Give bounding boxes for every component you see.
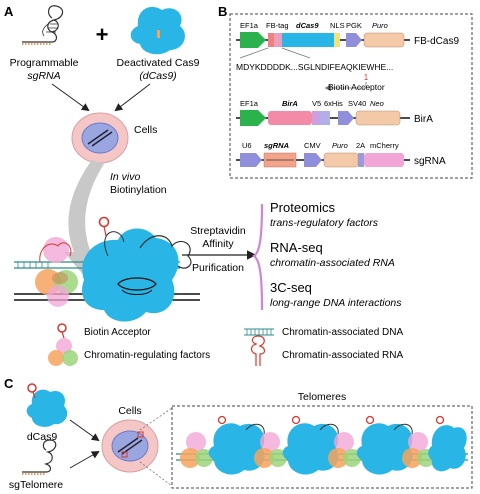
c1-label-puro: Puro: [372, 21, 388, 30]
c1-label-ef1a: EF1a: [240, 21, 259, 30]
panel-a-letter: A: [4, 4, 14, 19]
output-proteomics-title: Proteomics: [270, 200, 336, 215]
sgtelomere-hairpin-icon: [22, 439, 57, 475]
c1-label-pgk: PGK: [346, 21, 362, 30]
cell-icon: [71, 112, 129, 164]
telomere-complex-3: [328, 415, 413, 475]
rna-icon: [250, 335, 266, 366]
acceptor-pointer: [324, 82, 367, 92]
legend-biotin-acceptor: Biotin Acceptor: [84, 327, 151, 338]
zoom-line-top: [139, 407, 173, 431]
c2-label-neo: Neo: [370, 99, 384, 108]
construct-bira: [236, 110, 410, 126]
output-rnaseq-title: RNA-seq: [270, 240, 323, 255]
zoom-line-bottom: [139, 461, 173, 487]
biotinylation-arrow: [64, 160, 104, 278]
purification-label: Purification: [192, 262, 244, 274]
c1-name: FB-dCas9: [414, 36, 459, 47]
panel-b-letter: B: [218, 4, 227, 19]
c2-label-ef1a: EF1a: [240, 99, 259, 108]
output-3cseq-subtitle: long-range DNA interactions: [270, 297, 402, 309]
biotin-acceptor-label: Biotin Acceptor: [328, 82, 385, 92]
sgrna-hairpin-icon: [22, 5, 64, 45]
dcas9-label-line2: (dCas9): [139, 70, 176, 82]
factors-icon: [48, 338, 78, 366]
legend-chromatin-rna: Chromatin-associated RNA: [282, 350, 403, 361]
arrow-sgrna-to-cells: [51, 83, 90, 112]
telomeres-label: Telomeres: [298, 391, 346, 403]
panel-c-sgtelomere-label: sgTelomere: [9, 479, 63, 491]
panel-b-frame: [229, 13, 473, 179]
biotin-site-number: 1: [364, 73, 369, 82]
c2-label-6xhis: 6xHis: [324, 99, 343, 108]
construct-sgrna: [236, 152, 410, 168]
legend-chromatin-factors: Chromatin-regulating factors: [84, 350, 210, 361]
arrow-dcas9-to-cells-c: [69, 419, 100, 442]
construct-fb-dcas9: [236, 32, 410, 48]
c3-label-cmv: CMV: [304, 141, 321, 150]
output-proteomics-subtitle: trans-regulatory factors: [270, 217, 379, 229]
c3-name: sgRNA: [414, 156, 446, 167]
biotin-acceptor-icon: [57, 323, 67, 339]
arrow-dcas9-to-cells: [114, 83, 151, 112]
sgrna-label-line1: Programmable: [10, 57, 79, 69]
plus-sign: +: [96, 22, 109, 47]
c1-label-dcas9: dCas9: [296, 21, 319, 30]
telomere-complex-4: [402, 415, 467, 472]
output-rnaseq-subtitle: chromatin-associated RNA: [270, 257, 395, 269]
fbtag-zoom-line-2: [281, 47, 311, 59]
sgrna-label-line2: sgRNA: [27, 70, 60, 82]
streptavidin-label: Streptavidin: [190, 225, 246, 237]
fb-tag-sequence: MDYKDDDDK...SGLNDIFEAQKIEWHE...: [236, 62, 393, 72]
biotinylation-label: Biotinylation: [110, 184, 167, 196]
affinity-label: Affinity: [202, 238, 234, 250]
legend-chromatin-dna: Chromatin-associated DNA: [282, 327, 403, 338]
dcas9-biotin-icon: [26, 383, 68, 427]
chromatin-complex: [14, 216, 200, 322]
output-3cseq-title: 3C-seq: [270, 280, 312, 295]
dcas9-protein-icon: [130, 6, 185, 55]
c3-label-sgrna: sgRNA: [264, 141, 289, 150]
c3-label-mcherry: mCherry: [370, 141, 399, 150]
fbtag-zoom-line: [239, 47, 269, 59]
dcas9-label-line1: Deactivated Cas9: [117, 57, 200, 69]
panel-c-cells-label: Cells: [118, 405, 141, 417]
dna-icon: [244, 328, 274, 336]
arrow-sg-to-cells-c: [69, 451, 100, 469]
c2-name: BirA: [414, 114, 433, 125]
panel-c-dcas9-label: dCas9: [27, 431, 58, 443]
c2-label-bira: BirA: [282, 99, 298, 108]
c1-label-fbtag: FB-tag: [266, 21, 289, 30]
telomere-complex-1: [180, 415, 265, 475]
c2-label-v5: V5: [312, 99, 321, 108]
panel-c-letter: C: [4, 376, 14, 391]
telomeres-frame: [171, 405, 473, 489]
cells-label: Cells: [134, 124, 157, 136]
c1-label-nls: NLS: [330, 21, 345, 30]
outputs-bracket: [252, 203, 264, 311]
c3-label-2a: 2A: [356, 141, 365, 150]
c2-label-sv40: SV40: [348, 99, 366, 108]
invivo-label: In vivo: [110, 171, 141, 183]
c3-label-puro: Puro: [332, 141, 348, 150]
panel-c-cell-icon: [101, 419, 159, 473]
telomere-complex-2: [254, 415, 339, 475]
c3-label-u6: U6: [242, 141, 252, 150]
